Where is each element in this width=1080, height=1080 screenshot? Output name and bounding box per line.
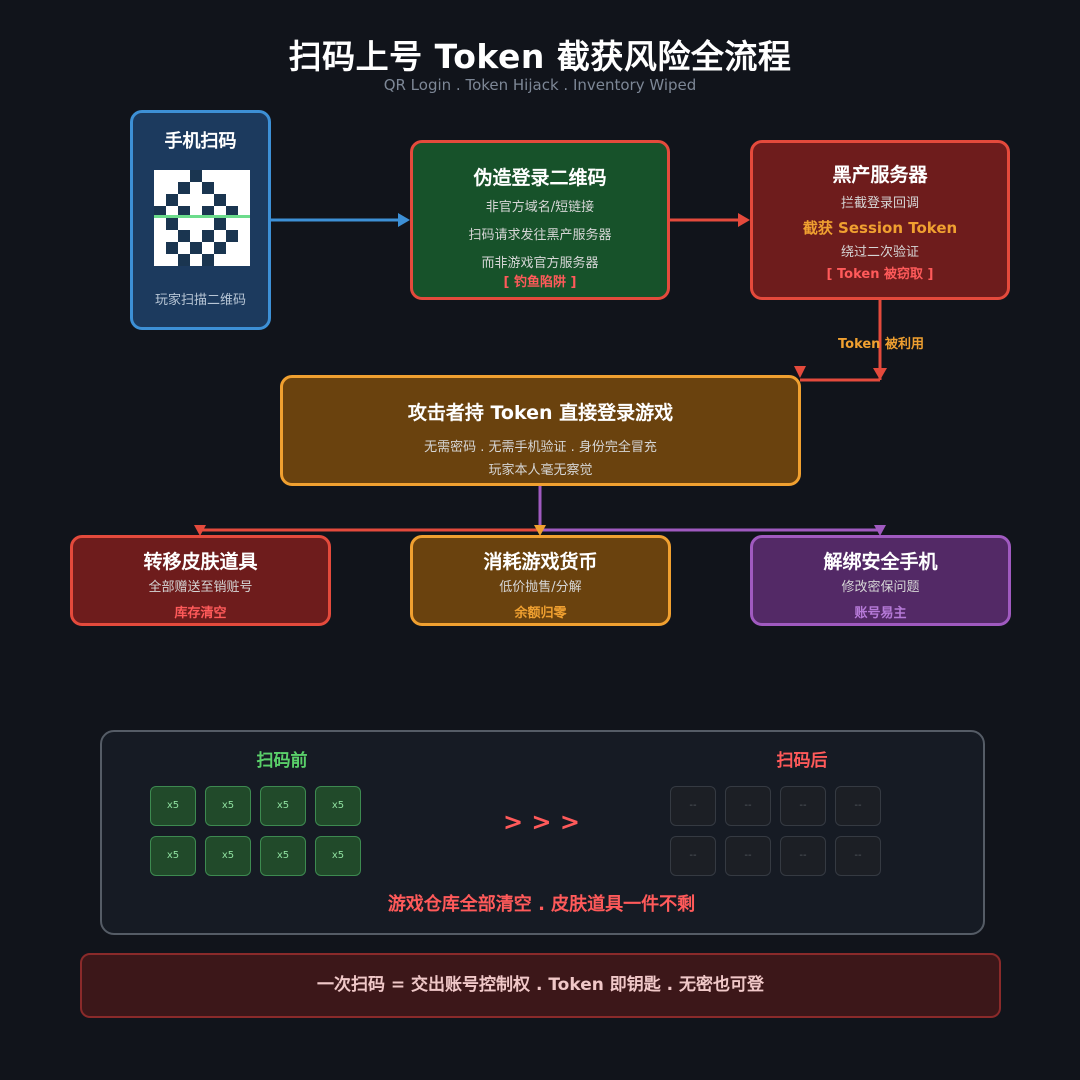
inventory-slot: x5	[315, 786, 361, 826]
page-subtitle: QR Login . Token Hijack . Inventory Wipe…	[383, 76, 697, 94]
inventory-slot: x5	[315, 836, 361, 876]
inventory-slot: x5	[260, 836, 306, 876]
phone-scan-box: 手机扫码 玩家扫描二维码	[130, 110, 271, 330]
inventory-slot: --	[670, 786, 716, 826]
fake-qr-tag: [ 钓鱼陷阱 ]	[503, 275, 577, 290]
inventory-slot: --	[780, 786, 826, 826]
qr-cell	[178, 230, 190, 242]
footer-warning: 一次扫码 = 交出账号控制权 . Token 即钥匙 . 无密也可登	[80, 953, 1001, 1018]
qr-code-icon	[154, 170, 250, 266]
qr-cell	[214, 194, 226, 206]
page-title: 扫码上号 Token 截获风险全流程	[288, 37, 792, 76]
outcome-desc: 全部赠送至销赃号	[148, 580, 253, 595]
qr-cell	[190, 170, 202, 182]
fake-qr-title: 伪造登录二维码	[473, 167, 607, 189]
qr-cell	[178, 254, 190, 266]
phone-caption: 玩家扫描二维码	[154, 293, 246, 308]
qr-cell	[190, 242, 202, 254]
arrowhead-unbind	[874, 525, 886, 536]
outcome-result: 余额归零	[514, 606, 567, 621]
transition-arrows: > > >	[502, 808, 581, 836]
black-server-line2: 绕过二次验证	[840, 245, 919, 260]
black-server-tag: [ Token 被窃取 ]	[826, 267, 934, 282]
outcome-title: 转移皮肤道具	[143, 551, 258, 573]
fake-qr-line1: 非官方域名/短链接	[485, 200, 595, 215]
qr-cell	[166, 218, 178, 230]
inventory-slot: --	[780, 836, 826, 876]
outcome-title: 解绑安全手机	[823, 551, 938, 573]
inventory-slot: x5	[150, 836, 196, 876]
scan-line	[154, 215, 250, 218]
black-server-title: 黑产服务器	[832, 164, 928, 186]
qr-cell	[202, 254, 214, 266]
qr-cell	[166, 194, 178, 206]
qr-cell	[178, 182, 190, 194]
outcome-desc: 修改密保问题	[841, 580, 920, 595]
arrowhead-phone-to-fakeqr	[398, 213, 410, 227]
inventory-slot: x5	[260, 786, 306, 826]
attacker-title: 攻击者持 Token 直接登录游戏	[407, 402, 674, 424]
outcome-transfer-box: 转移皮肤道具 全部赠送至销赃号 库存清空	[70, 535, 331, 626]
fake-qr-line2: 扫码请求发往黑产服务器	[468, 228, 612, 243]
token-used-label: Token 被利用	[838, 337, 924, 352]
outcome-consume-box: 消耗游戏货币 低价抛售/分解 余额归零	[410, 535, 671, 626]
qr-cell	[202, 230, 214, 242]
qr-cell	[214, 242, 226, 254]
attacker-line1: 无需密码 . 无需手机验证 . 身份完全冒充	[424, 440, 657, 455]
outcome-desc: 低价抛售/分解	[499, 580, 582, 595]
inventory-slot: --	[835, 836, 881, 876]
phone-title: 手机扫码	[164, 131, 237, 152]
arrowhead-consume	[534, 525, 546, 536]
qr-cell	[202, 182, 214, 194]
black-server-box: 黑产服务器 拦截登录回调 截获 Session Token 绕过二次验证 [ T…	[750, 140, 1010, 300]
qr-cell	[214, 218, 226, 230]
after-label: 扫码后	[776, 751, 828, 771]
arrowhead-to-attacker	[794, 366, 806, 378]
inventory-slot: --	[670, 836, 716, 876]
arrowhead-transfer	[194, 525, 206, 536]
black-server-highlight: 截获 Session Token	[802, 219, 958, 237]
arrowhead-server-down	[873, 368, 887, 380]
qr-cell	[226, 230, 238, 242]
inventory-slot: --	[725, 786, 771, 826]
before-label: 扫码前	[256, 751, 308, 771]
attacker-box: 攻击者持 Token 直接登录游戏 无需密码 . 无需手机验证 . 身份完全冒充…	[280, 375, 801, 486]
inventory-slot: x5	[205, 786, 251, 826]
outcome-result: 账号易主	[854, 606, 907, 621]
inventory-slot: x5	[150, 786, 196, 826]
qr-cell	[166, 242, 178, 254]
outcome-title: 消耗游戏货币	[483, 551, 598, 573]
fake-qr-line3: 而非游戏官方服务器	[481, 256, 599, 271]
outcome-unbind-box: 解绑安全手机 修改密保问题 账号易主	[750, 535, 1011, 626]
fake-qr-box: 伪造登录二维码 非官方域名/短链接 扫码请求发往黑产服务器 而非游戏官方服务器 …	[410, 140, 670, 300]
outcome-result: 库存清空	[174, 606, 227, 621]
inventory-slot: --	[725, 836, 771, 876]
attacker-line2: 玩家本人毫无察觉	[488, 463, 593, 478]
black-server-line1: 拦截登录回调	[840, 196, 919, 211]
inventory-slot: --	[835, 786, 881, 826]
inventory-slot: x5	[205, 836, 251, 876]
inventory-summary: 游戏仓库全部清空 . 皮肤道具一件不剩	[387, 894, 696, 915]
arrowhead-fakeqr-to-server	[738, 213, 750, 227]
